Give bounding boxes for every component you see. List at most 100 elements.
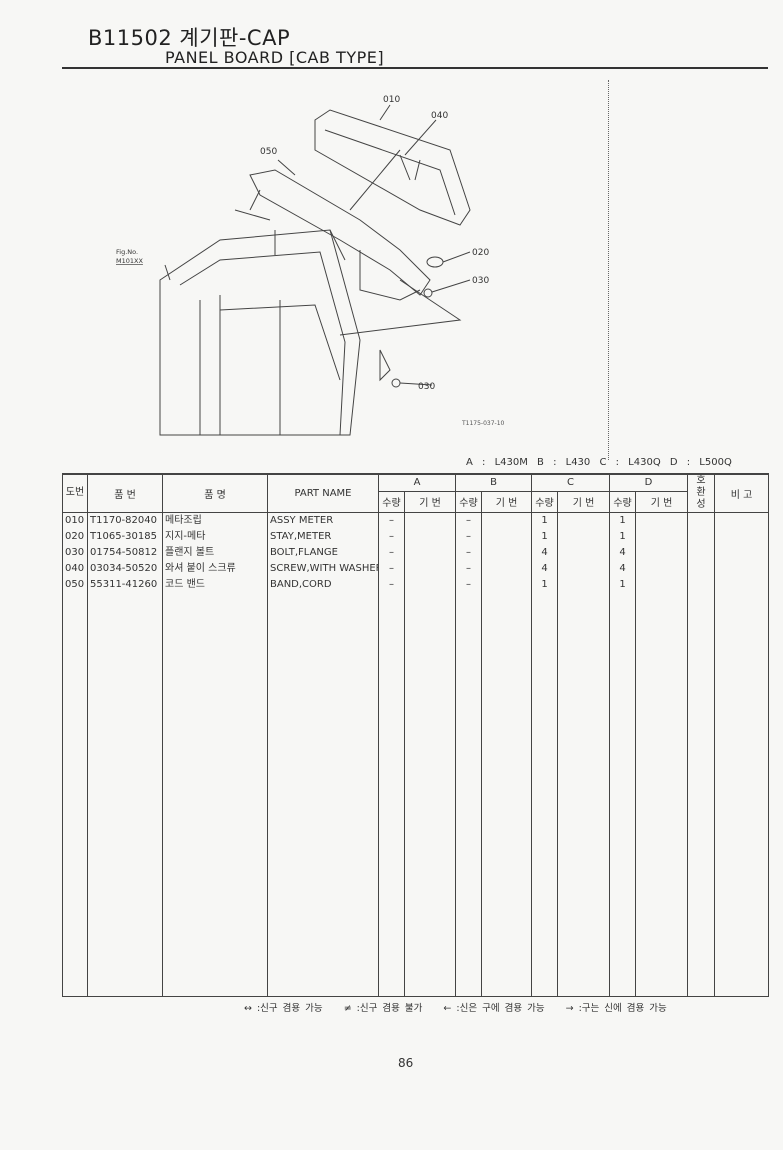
cell-serial-c: [556, 560, 611, 577]
cell-qty-c: 4: [531, 560, 558, 577]
empty-cell: [531, 592, 558, 996]
cell-part-name-kr: 지지-메타: [162, 528, 268, 545]
parts-table: 도번 품 번 품 명 PART NAME A B C D 호환성 비 고 수량 …: [62, 473, 770, 997]
empty-cell: [267, 592, 379, 996]
cell-part-no: 03034-50520: [87, 560, 163, 577]
header-group-a: A: [378, 473, 456, 492]
legend-item: → :구는 신에 겸용 가능: [565, 1003, 667, 1014]
cell-serial-b: [481, 560, 532, 577]
callout-010: 010: [383, 95, 400, 105]
cell-qty-b: –: [455, 576, 482, 593]
header-remarks: 비 고: [714, 473, 770, 513]
header-qty-a: 수량: [378, 490, 405, 513]
cell-serial-b: [481, 512, 532, 529]
cell-part-name-kr: 코드 밴드: [162, 576, 268, 593]
header-ref-no: 도번: [62, 473, 88, 513]
empty-cell: [378, 592, 405, 996]
empty-cell: [62, 592, 88, 996]
header-group-c: C: [530, 473, 611, 492]
header-serial-d: 기 번: [635, 490, 689, 513]
cell-part-name-kr: 와셔 붙이 스크류: [162, 560, 268, 577]
callout-050: 050: [260, 147, 277, 157]
empty-cell: [162, 592, 268, 996]
cell-remarks: [714, 560, 770, 577]
cell-serial-d: [635, 528, 689, 545]
cell-part-name: STAY,METER: [267, 528, 379, 545]
cell-serial-a: [404, 576, 456, 593]
fig-no: M101XX: [116, 257, 143, 265]
cell-serial-a: [404, 544, 456, 561]
cell-serial-d: [635, 560, 689, 577]
cell-part-no: 01754-50812: [87, 544, 163, 561]
callout-040: 040: [431, 111, 448, 121]
page-subtitle: PANEL BOARD [CAB TYPE]: [165, 48, 385, 67]
header-qty-c: 수량: [531, 490, 558, 513]
cell-qty-d: 1: [609, 512, 637, 529]
cell-remarks: [714, 528, 770, 545]
figure-divider: [608, 80, 609, 460]
header-interchange: 호환성: [687, 473, 716, 513]
empty-cell: [481, 592, 532, 996]
drawing-id: T1175-037-10: [461, 420, 505, 427]
cell-qty-a: –: [378, 512, 405, 529]
cell-serial-d: [635, 544, 689, 561]
cell-interchange: [687, 528, 716, 545]
empty-cell: [455, 592, 482, 996]
cell-part-name: SCREW,WITH WASHER: [267, 560, 379, 577]
legend-item: ≠ :신구 겸용 불가: [343, 1003, 423, 1014]
cell-qty-a: –: [378, 528, 405, 545]
cell-serial-a: [404, 560, 456, 577]
header-part-name-kr: 품 명: [162, 473, 268, 513]
cell-qty-b: –: [455, 512, 482, 529]
model-legend: A : L430M B : L430 C : L430Q D : L500Q: [466, 457, 732, 468]
legend-item: ↔ :신구 겸용 가능: [244, 1003, 323, 1014]
cell-part-name: BAND,CORD: [267, 576, 379, 593]
cell-part-no: T1065-30185: [87, 528, 163, 545]
page-number: 86: [398, 1056, 414, 1070]
cell-interchange: [687, 560, 716, 577]
cell-ref-no: 040: [62, 560, 88, 577]
cell-qty-b: –: [455, 544, 482, 561]
header-serial-c: 기 번: [556, 490, 611, 513]
cell-serial-d: [635, 512, 689, 529]
cell-qty-c: 4: [531, 544, 558, 561]
header-group-b: B: [455, 473, 532, 492]
interchangeability-legend: ↔ :신구 겸용 가능 ≠ :신구 겸용 불가 ← :신은 구에 겸용 가능 →…: [244, 1000, 683, 1014]
cell-serial-c: [556, 576, 611, 593]
cell-part-name: BOLT,FLANGE: [267, 544, 379, 561]
exploded-parts-drawing: 010 040 050 020 030 030 Fig.No. M101XX T…: [116, 95, 505, 436]
cell-qty-b: –: [455, 560, 482, 577]
header-qty-b: 수량: [455, 490, 482, 513]
cell-part-name-kr: 플랜지 볼트: [162, 544, 268, 561]
cell-qty-d: 4: [609, 560, 637, 577]
cell-qty-c: 1: [531, 576, 558, 593]
header-serial-a: 기 번: [404, 490, 456, 513]
empty-cell: [687, 592, 716, 996]
cell-remarks: [714, 544, 770, 561]
empty-cell: [404, 592, 456, 996]
cell-serial-b: [481, 544, 532, 561]
empty-cell: [87, 592, 163, 996]
title-divider: [62, 67, 768, 69]
cell-qty-c: 1: [531, 512, 558, 529]
cell-ref-no: 010: [62, 512, 88, 529]
cell-qty-c: 1: [531, 528, 558, 545]
fig-no-label: Fig.No.: [116, 248, 138, 256]
legend-item: ← :신은 구에 겸용 가능: [443, 1003, 545, 1014]
cell-ref-no: 030: [62, 544, 88, 561]
cell-qty-a: –: [378, 576, 405, 593]
header-serial-b: 기 번: [481, 490, 532, 513]
cell-part-no: T1170-82040: [87, 512, 163, 529]
empty-cell: [556, 592, 611, 996]
cell-serial-a: [404, 512, 456, 529]
header-qty-d: 수량: [609, 490, 637, 513]
cell-qty-b: –: [455, 528, 482, 545]
cell-serial-b: [481, 576, 532, 593]
cell-qty-d: 1: [609, 576, 637, 593]
cell-remarks: [714, 576, 770, 593]
